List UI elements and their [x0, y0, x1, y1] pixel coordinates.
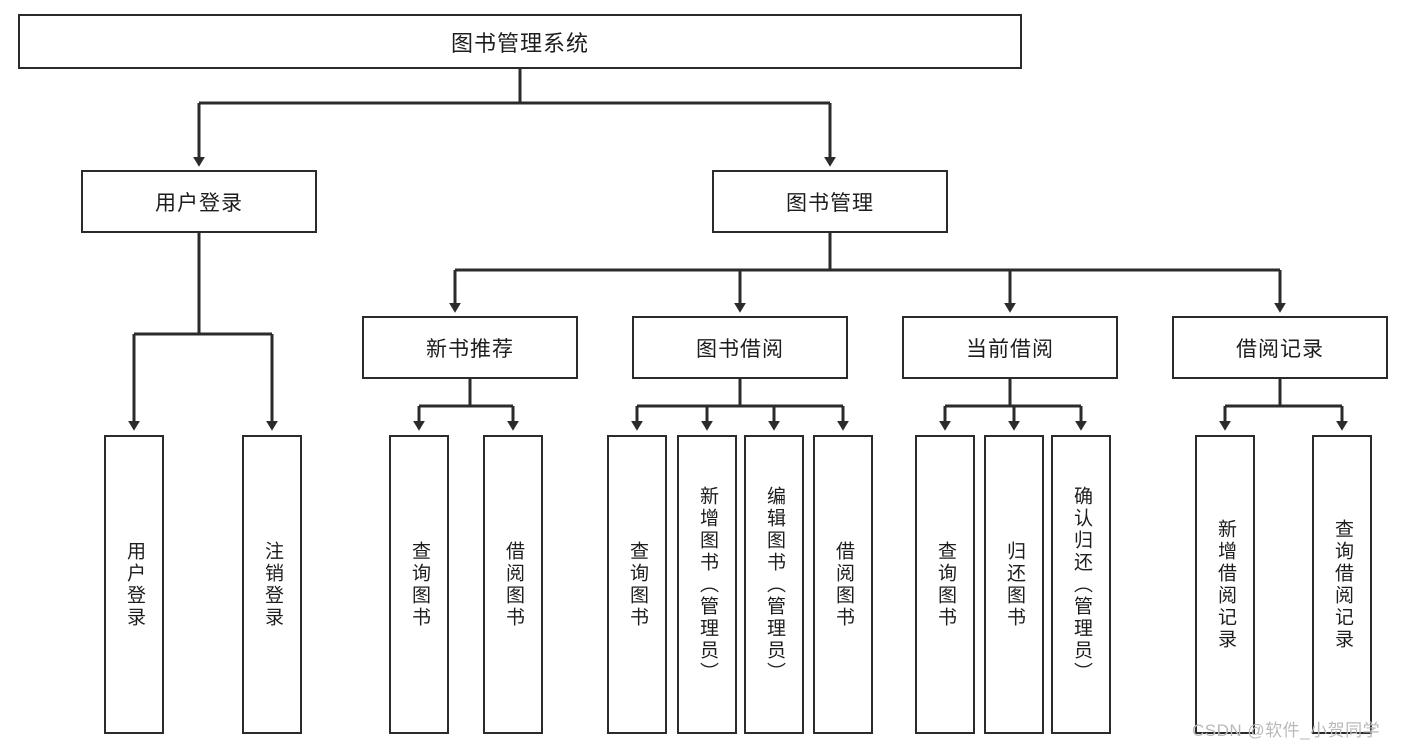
leaf-edit-book[interactable]: 编辑图书（管理员） — [744, 435, 804, 734]
leaf-user-login[interactable]: 用户登录 — [104, 435, 164, 734]
node-borrow-record[interactable]: 借阅记录 — [1172, 316, 1388, 379]
leaf-query-book-3[interactable]: 查询图书 — [915, 435, 975, 734]
node-label: 确认归还（管理员） — [1070, 485, 1092, 684]
csdn-watermark: CSDN @软件_小贺同学 — [1192, 721, 1381, 740]
node-label: 借阅图书 — [832, 540, 854, 629]
leaf-borrow-book-2[interactable]: 借阅图书 — [813, 435, 873, 734]
node-label: 注销登录 — [261, 540, 283, 629]
node-label: 图书管理系统 — [450, 30, 589, 56]
leaf-query-book-2[interactable]: 查询图书 — [607, 435, 667, 734]
leaf-add-book[interactable]: 新增图书（管理员） — [677, 435, 737, 734]
node-book-management[interactable]: 图书管理 — [712, 170, 948, 233]
node-label: 用户登录 — [155, 191, 243, 215]
node-label: 查询图书 — [408, 540, 430, 629]
leaf-logout-login[interactable]: 注销登录 — [242, 435, 302, 734]
leaf-confirm-return[interactable]: 确认归还（管理员） — [1051, 435, 1111, 734]
leaf-query-record[interactable]: 查询借阅记录 — [1312, 435, 1372, 734]
node-label: 查询图书 — [626, 540, 648, 629]
leaf-borrow-book-1[interactable]: 借阅图书 — [483, 435, 543, 734]
node-label: 用户登录 — [123, 540, 145, 629]
node-book-borrow[interactable]: 图书借阅 — [632, 316, 848, 379]
node-current-borrow[interactable]: 当前借阅 — [902, 316, 1118, 379]
node-label: 归还图书 — [1003, 540, 1025, 629]
node-label: 借阅图书 — [502, 540, 524, 629]
node-label: 新书推荐 — [426, 337, 514, 361]
node-label: 图书借阅 — [696, 337, 784, 361]
node-new-book-recommend[interactable]: 新书推荐 — [362, 316, 578, 379]
node-user-login[interactable]: 用户登录 — [81, 170, 317, 233]
node-root-system[interactable]: 图书管理系统 — [18, 14, 1022, 69]
leaf-add-record[interactable]: 新增借阅记录 — [1195, 435, 1255, 734]
node-label: 查询图书 — [934, 540, 956, 629]
node-label: 借阅记录 — [1236, 337, 1324, 361]
node-label: 当前借阅 — [966, 337, 1054, 361]
node-label: 新增图书（管理员） — [696, 485, 718, 684]
node-label: 查询借阅记录 — [1331, 518, 1353, 651]
node-label: 新增借阅记录 — [1214, 518, 1236, 651]
node-label: 图书管理 — [786, 191, 874, 215]
leaf-query-book-1[interactable]: 查询图书 — [389, 435, 449, 734]
leaf-return-book[interactable]: 归还图书 — [984, 435, 1044, 734]
node-label: 编辑图书（管理员） — [763, 485, 785, 684]
